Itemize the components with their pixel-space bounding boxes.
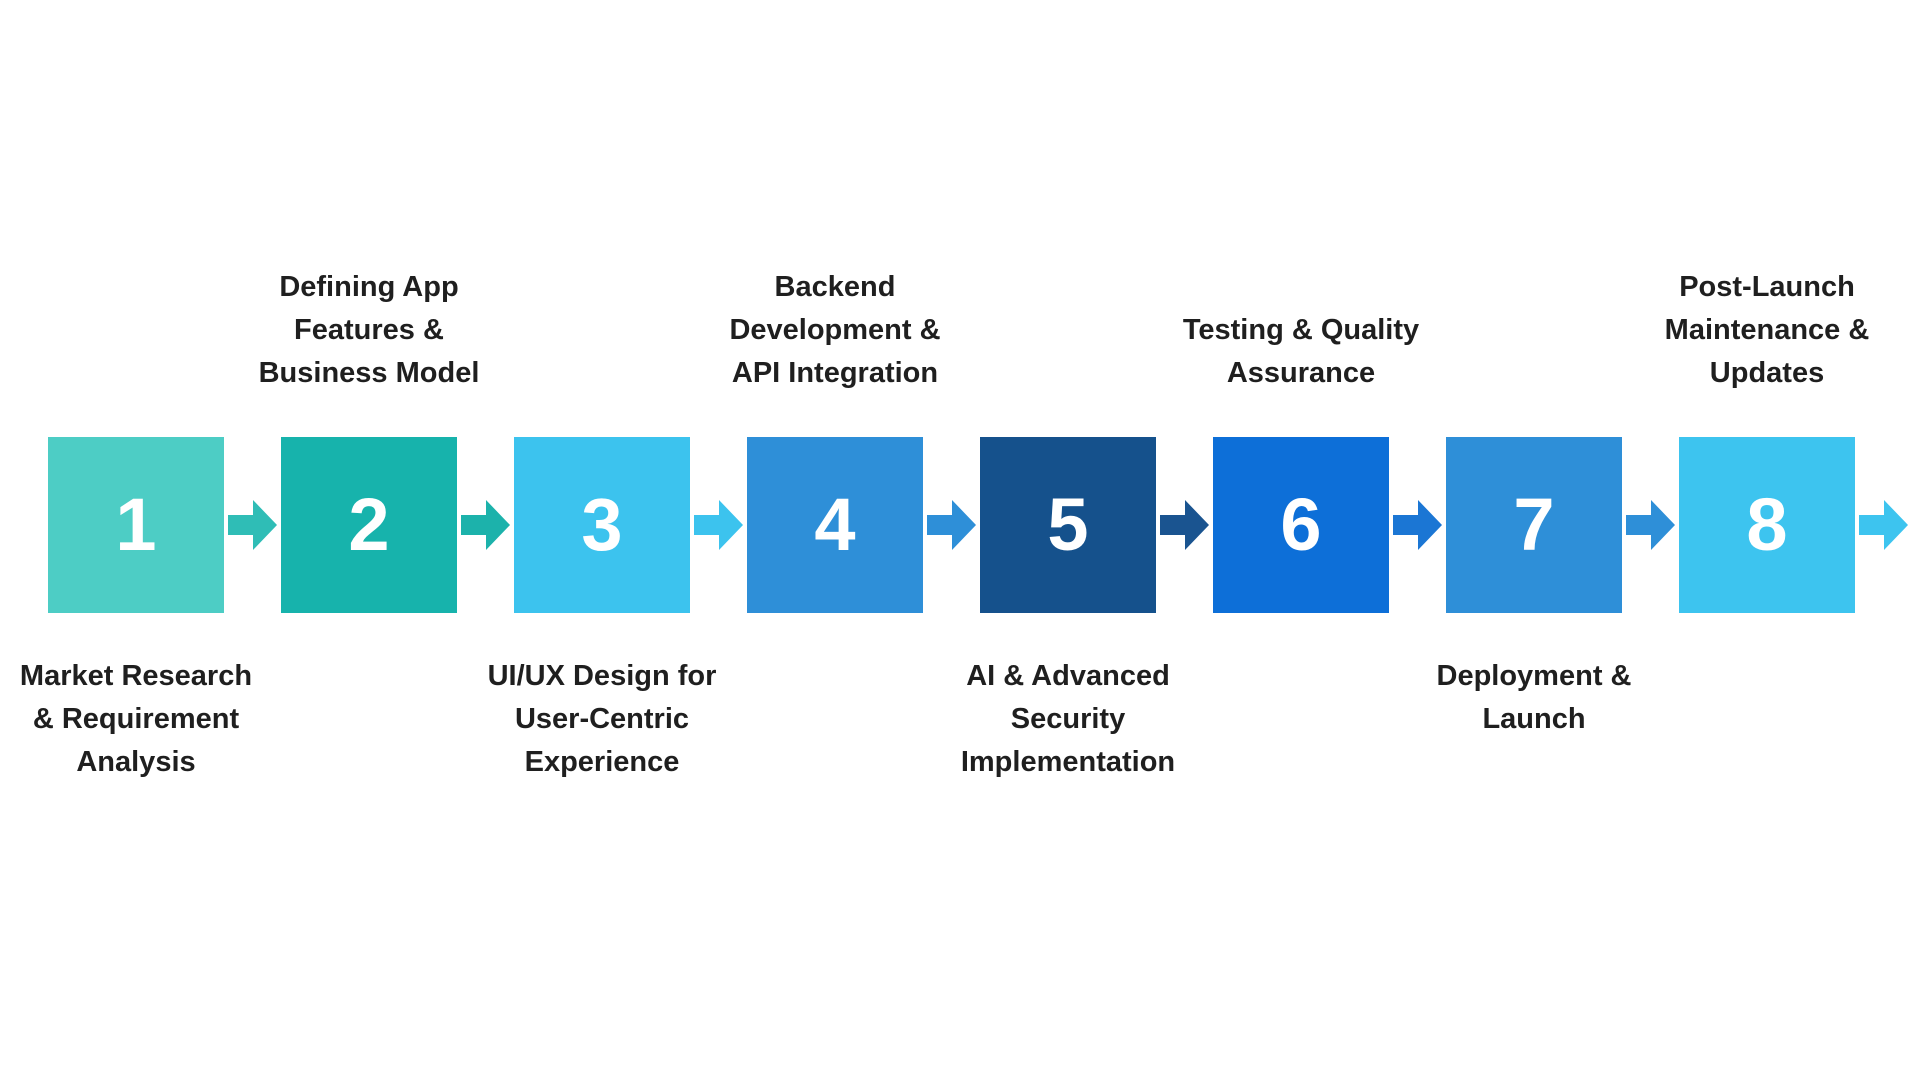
step-square-7: 7 <box>1446 437 1622 613</box>
step-square-2: 2 <box>281 437 457 613</box>
step-square-5: 5 <box>980 437 1156 613</box>
step-label-7: Deployment & Launch <box>1436 660 1632 735</box>
step-square-3: 3 <box>514 437 690 613</box>
step-square-1: 1 <box>48 437 224 613</box>
arrow-right-icon <box>1859 500 1908 550</box>
step-label-1: Market Research & Requirement Analysis <box>19 660 253 778</box>
process-step-8: 8 Post-Launch Maintenance & Updates <box>1665 271 1912 613</box>
step-square-8: 8 <box>1679 437 1855 613</box>
step-label-3: UI/UX Design for User-Centric Experience <box>487 660 717 778</box>
step-number-5: 5 <box>1047 483 1089 566</box>
step-number-7: 7 <box>1513 483 1555 566</box>
step-number-3: 3 <box>581 483 623 566</box>
step-label-4: Backend Development & API Integration <box>729 271 941 389</box>
process-step-5: 5 AI & Advanced Security Implementation <box>961 437 1213 778</box>
step-number-6: 6 <box>1280 483 1322 566</box>
step-label-5: AI & Advanced Security Implementation <box>960 660 1176 778</box>
process-step-2: 2 Defining App Features & Business Model <box>259 271 514 613</box>
arrow-right-icon <box>1393 500 1442 550</box>
step-label-2: Defining App Features & Business Model <box>258 271 480 389</box>
arrow-right-icon <box>694 500 743 550</box>
step-number-4: 4 <box>814 483 856 566</box>
step-number-8: 8 <box>1746 483 1788 566</box>
step-label-8: Post-Launch Maintenance & Updates <box>1664 271 1870 389</box>
step-number-2: 2 <box>348 483 390 566</box>
step-square-4: 4 <box>747 437 923 613</box>
process-step-7: 7 Deployment & Launch <box>1437 437 1679 735</box>
steps-row: 1 Market Research & Requirement Analysis… <box>20 271 1912 778</box>
process-step-4: 4 Backend Development & API Integration <box>729 271 980 613</box>
arrow-right-icon <box>461 500 510 550</box>
arrow-right-icon <box>927 500 976 550</box>
process-step-3: 3 UI/UX Design for User-Centric Experien… <box>488 437 747 778</box>
process-step-1: 1 Market Research & Requirement Analysis <box>20 437 281 778</box>
step-square-6: 6 <box>1213 437 1389 613</box>
arrow-right-icon <box>228 500 277 550</box>
arrow-right-icon <box>1626 500 1675 550</box>
step-number-1: 1 <box>115 483 157 566</box>
arrow-right-icon <box>1160 500 1209 550</box>
process-step-6: 6 Testing & Quality Assurance <box>1183 314 1446 613</box>
step-label-6: Testing & Quality Assurance <box>1182 314 1420 389</box>
